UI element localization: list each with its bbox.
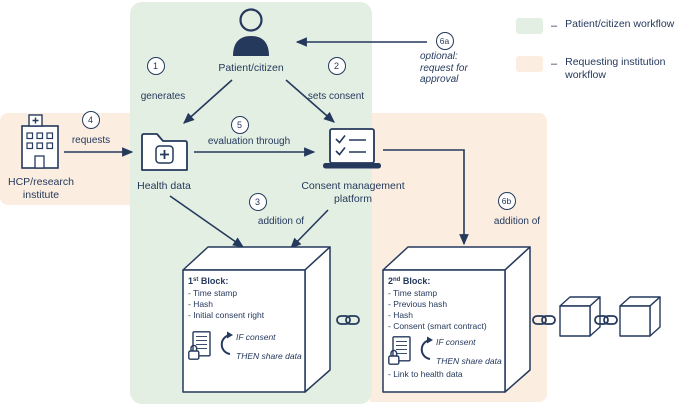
block1-item: - Hash [188,299,214,309]
health-data-icon [141,133,188,171]
curved-arrow-icon [220,331,233,355]
block1-item: - Time stamp [188,288,238,298]
legend-item-institution: – Requesting institution workflow [516,56,677,82]
step-label-evaluation: evaluation through [207,136,291,147]
block2-footer: - Link to health data [388,369,463,379]
block2-item: - Consent (smart contract) [388,321,487,331]
block1-item: - Initial consent right [188,310,265,320]
step-badge-3: 3 [248,192,267,211]
block2-content: 2nd Block: - Time stamp - Previous hash … [388,274,502,380]
step-label-generates: generates [140,91,186,102]
chain-link-icon-1 [336,315,360,325]
block2-item: - Hash [388,310,414,320]
arrow-generates [183,79,233,124]
small-cube-1 [559,296,601,337]
curved-arrow-icon [420,336,433,360]
arrow-sets-consent [285,79,335,123]
block1-smart-contract: IF consent THEN share data [188,331,302,361]
block1-then-text: THEN share data [236,351,302,361]
legend-dash: – [551,20,558,32]
smart-contract-doc-lock-icon [188,331,211,360]
step-label-requests: requests [71,135,111,146]
step-badge-4: 4 [81,110,100,129]
arrow-addition-block2 [383,149,469,246]
legend-swatch-institution [516,56,543,72]
block1-content: 1st Block: - Time stamp - Hash - Initial… [188,274,302,361]
patient-icon [233,8,269,56]
patient-label: Patient/citizen [218,62,284,74]
legend-label-patient: Patient/citizen workflow [565,18,675,30]
block2-item: - Previous hash [388,299,448,309]
block2-then-text: THEN share data [436,356,502,366]
block2-smart-contract: IF consent THEN share data [388,336,502,366]
step-badge-5: 5 [230,115,249,134]
block2-item: - Time stamp [388,288,438,298]
block1-if-text: IF consent [236,332,276,342]
platform-label: Consent management platform [301,180,405,205]
chain-link-icon-2 [532,315,556,325]
block2-if-text: IF consent [436,337,476,347]
consent-platform-icon [323,128,381,169]
legend-label-institution: Requesting institution workflow [565,56,666,81]
smart-contract-doc-lock-icon [388,336,411,365]
block1-title: 1st Block: [188,276,229,286]
step-label-addition-2: addition of [493,216,541,227]
chain-link-icon-3 [594,315,618,325]
step-label-optional-approval: optional: request for approval [420,51,468,85]
block1-cube [182,246,331,393]
step-label-addition-1: addition of [257,216,305,227]
step-badge-2: 2 [327,56,346,75]
block2-cube [382,246,531,393]
legend-item-patient: – Patient/citizen workflow [516,18,677,34]
health-data-label: Health data [137,180,191,192]
arrow-addition-block1-right [290,209,329,249]
step-badge-6b: 6b [497,191,516,210]
step-badge-1: 1 [146,56,165,75]
small-cube-2 [619,296,661,337]
flow-arrows [64,37,469,249]
legend-swatch-patient [516,18,543,34]
step-badge-6a: 6a [435,31,454,50]
arrow-addition-block1-left [169,195,245,248]
hospital-icon [21,114,59,169]
step-label-sets-consent: sets consent [307,91,365,102]
hcp-label: HCP/research institute [8,176,74,201]
block2-title: 2nd Block: [388,276,431,286]
legend-dash: – [551,58,558,70]
